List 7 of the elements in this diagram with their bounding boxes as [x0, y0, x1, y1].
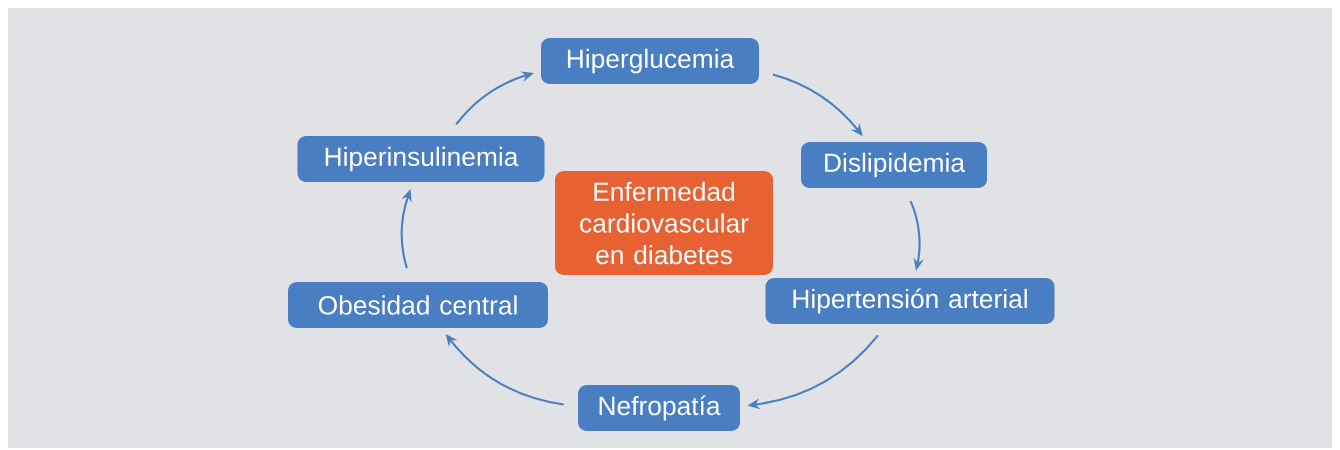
cycle-box: Hiperinsulinemia [297, 136, 545, 182]
cycle-box: Dislipidemia [801, 142, 987, 188]
cycle-box: Hipertensión arterial [765, 278, 1055, 324]
center-box: Enfermedad cardiovascular en diabetes [555, 171, 773, 275]
cycle-box: Obesidad central [288, 282, 548, 328]
cycle-box: Nefropatía [578, 385, 740, 431]
cycle-box: Hiperglucemia [541, 38, 759, 84]
